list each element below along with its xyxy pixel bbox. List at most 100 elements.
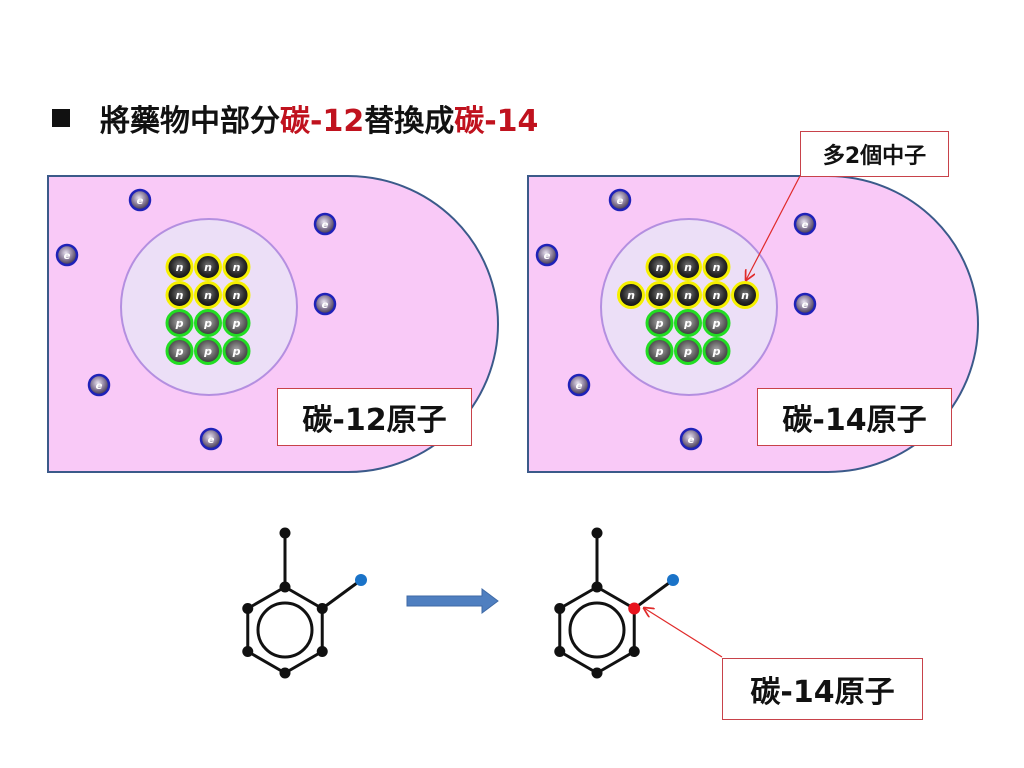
neutron-symbol: n	[656, 261, 664, 274]
proton-particle: p	[222, 337, 251, 365]
electron-particle: e	[535, 243, 559, 267]
proton-symbol: p	[683, 345, 692, 358]
proton-symbol: p	[232, 345, 241, 358]
electron-particle: e	[313, 292, 337, 316]
neutron-particle: n	[645, 281, 674, 309]
carbon-14-label-text: 碳-14原子	[782, 403, 927, 438]
bond	[284, 585, 323, 610]
carbon-atom-dot	[242, 646, 254, 657]
proton-symbol: p	[655, 317, 664, 330]
electron-symbol: e	[576, 381, 583, 392]
electron-particle: e	[313, 212, 337, 236]
electron-particle: e	[55, 243, 79, 267]
proton-particle: p	[674, 337, 702, 365]
proton-symbol: p	[203, 317, 212, 330]
substituent-atom-dot	[355, 574, 367, 586]
proton-particle: p	[702, 337, 731, 365]
neutron-particle: n	[702, 281, 731, 309]
neutron-particle: n	[165, 281, 194, 309]
electron-particle: e	[87, 373, 111, 397]
electron-symbol: e	[137, 196, 144, 207]
bond	[596, 650, 635, 675]
carbon-atom-dot	[242, 603, 254, 614]
neutron-particle: n	[674, 253, 702, 281]
carbon-atom-dot	[279, 581, 291, 593]
proton-symbol: p	[683, 317, 692, 330]
bond	[596, 585, 635, 610]
bond	[559, 650, 598, 675]
extra-neutrons-text: 多2個中子	[822, 144, 927, 169]
electron-symbol: e	[802, 300, 809, 311]
proton-symbol: p	[232, 317, 241, 330]
carbon-atom-dot	[591, 581, 603, 593]
neutron-symbol: n	[176, 261, 184, 274]
carbon-atom-dot	[316, 603, 328, 614]
neutron-particle: n	[222, 281, 251, 309]
neutron-symbol: n	[741, 289, 749, 302]
neutron-particle: n	[674, 281, 702, 309]
proton-particle: p	[165, 337, 194, 365]
neutron-particle: n	[702, 253, 731, 281]
proton-particle: p	[194, 337, 222, 365]
bullet-square-icon	[52, 109, 70, 127]
neutron-particle: n	[617, 281, 645, 309]
proton-symbol: p	[175, 345, 184, 358]
neutron-particle: n	[645, 253, 674, 281]
proton-symbol: p	[712, 345, 721, 358]
molecule-before	[242, 527, 367, 679]
slide-title: 將藥物中部分碳-12替換成碳-14	[52, 96, 538, 140]
title-middle: 替換成	[364, 104, 455, 139]
transform-arrow-icon	[406, 588, 499, 614]
carbon-14-atom-label: 碳-14原子	[757, 388, 952, 446]
neutron-symbol: n	[684, 289, 692, 302]
molecule-callout-text: 碳-14原子	[750, 675, 895, 710]
bond	[284, 650, 323, 675]
neutron-particle: n	[222, 253, 251, 281]
electron-particle: e	[567, 373, 591, 397]
electron-particle: e	[793, 212, 817, 236]
aromatic-ring	[256, 601, 314, 659]
aromatic-ring	[568, 601, 626, 659]
proton-symbol: p	[203, 345, 212, 358]
electron-symbol: e	[688, 435, 695, 446]
electron-symbol: e	[96, 381, 103, 392]
electron-symbol: e	[617, 196, 624, 207]
proton-particle: p	[645, 337, 674, 365]
proton-symbol: p	[175, 317, 184, 330]
molecule-callout-pointer	[644, 608, 723, 658]
bond	[247, 585, 286, 610]
carbon-12-atom-label: 碳-12原子	[277, 388, 472, 446]
extra-neutrons-pointer	[746, 175, 801, 280]
neutron-symbol: n	[713, 261, 721, 274]
neutron-particle: n	[165, 253, 194, 281]
molecule-after	[554, 527, 679, 679]
electron-particle: e	[199, 427, 223, 451]
neutron-symbol: n	[713, 289, 721, 302]
neutron-symbol: n	[627, 289, 635, 302]
electron-particle: e	[128, 188, 152, 212]
carbon-atom-dot	[279, 527, 291, 539]
title-carbon-12: 碳-12	[280, 104, 365, 139]
electron-symbol: e	[544, 251, 551, 262]
electron-symbol: e	[802, 220, 809, 231]
proton-particle: p	[645, 309, 674, 337]
proton-particle: p	[194, 309, 222, 337]
proton-particle: p	[222, 309, 251, 337]
proton-symbol: p	[712, 317, 721, 330]
neutron-symbol: n	[684, 261, 692, 274]
carbon-12-label-text: 碳-12原子	[302, 403, 447, 438]
neutron-symbol: n	[233, 261, 241, 274]
bond	[559, 585, 598, 610]
carbon-14-atom-dot	[628, 602, 641, 615]
extra-neutrons-callout: 多2個中子	[800, 131, 949, 177]
title-carbon-14: 碳-14	[454, 104, 539, 139]
neutron-particle: n	[194, 281, 222, 309]
proton-particle: p	[702, 309, 731, 337]
neutron-symbol: n	[656, 289, 664, 302]
title-prefix: 將藥物中部分	[100, 104, 280, 139]
electron-symbol: e	[322, 220, 329, 231]
electron-particle: e	[679, 427, 703, 451]
